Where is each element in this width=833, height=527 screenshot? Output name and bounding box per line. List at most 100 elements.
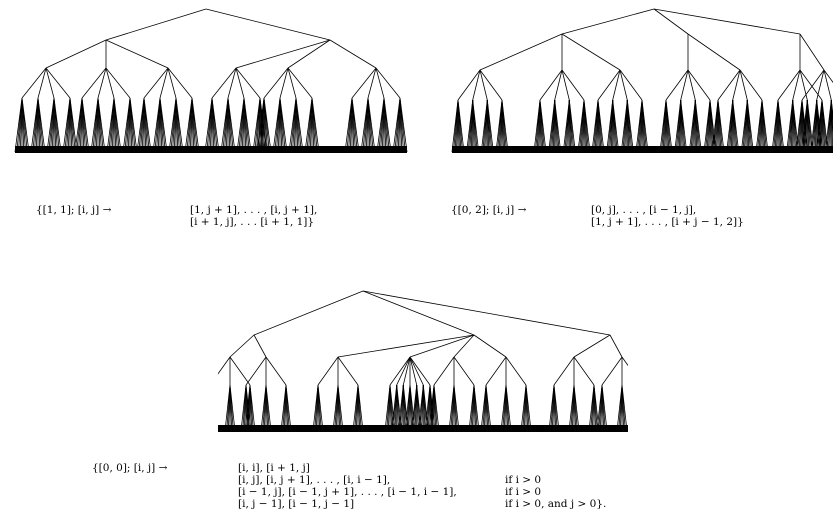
tree-c-rule-rhs-1: [i, i], [i + 1, j]: [238, 462, 310, 474]
tree-b-rule-lhs: {[0, 2]; [i, j] →: [451, 204, 527, 216]
tree-edge: [561, 69, 570, 101]
tree-leaf-edge: [245, 384, 252, 432]
tree-leaf-edge: [601, 384, 608, 432]
tree-leaf-edge: [351, 97, 360, 153]
tree-edge: [235, 67, 261, 99]
tree-leaf-edge: [694, 99, 702, 153]
tree-edge: [105, 8, 207, 41]
tree-leaf-row: [15, 146, 407, 153]
tree-leaf-edge: [21, 97, 30, 153]
tree-edge: [21, 67, 47, 99]
tree-edge: [573, 334, 611, 358]
tree-edge: [279, 67, 289, 99]
tree-edge: [653, 8, 801, 35]
tree-edge: [739, 69, 748, 101]
tree-edge: [505, 356, 527, 386]
tree-leaf-edge: [191, 97, 200, 153]
tree-edge: [479, 69, 503, 101]
tree-edge: [621, 356, 628, 367]
tree-edge: [801, 69, 825, 101]
tree-leaf-edge: [665, 99, 673, 153]
tree-edge: [799, 69, 823, 101]
tree-edge: [561, 8, 655, 35]
tree-leaf-edge: [525, 384, 532, 432]
tree-edge: [717, 69, 741, 101]
tree-edge: [396, 356, 411, 386]
tree-edge: [409, 356, 418, 386]
tree-edge: [367, 67, 377, 99]
tree-edge: [539, 69, 563, 101]
tree-edge: [105, 67, 131, 99]
tree-b-rule-rhs-1: [0, j], . . . , [i − 1, j],: [591, 204, 697, 216]
tree-edge: [105, 39, 169, 69]
tree-edge: [597, 69, 621, 101]
tree-c-rule-rhs-4: [i, j − 1], [i − 1, j − 1]: [238, 498, 355, 510]
tree-leaf-edge: [249, 384, 256, 432]
tree-leaf-edge: [383, 97, 392, 153]
tree-c-condition-2: if i > 0: [505, 486, 542, 498]
tree-edge: [97, 67, 107, 99]
tree-leaf-edge: [801, 99, 809, 153]
tree-edge: [665, 69, 689, 101]
tree-edge: [45, 67, 71, 99]
tree-leaf-edge: [227, 97, 236, 153]
tree-edge: [479, 69, 488, 101]
tree-edge: [799, 33, 825, 71]
tree-leaf-edge: [367, 97, 376, 153]
tree-edge: [561, 69, 585, 101]
tree-c-rule-rhs-2: [i, j], [i, j + 1], . . . , [i, i − 1],: [238, 474, 391, 486]
tree-leaf-edge: [265, 384, 272, 432]
tree-b-diagram: [451, 8, 833, 153]
tree-edge: [167, 67, 177, 99]
tree-edge: [229, 356, 251, 386]
tree-b-rule-rhs-2: [1, j + 1], . . . , [i + j − 1, 2]}: [591, 216, 744, 228]
tree-leaf-edge: [732, 99, 740, 153]
tree-c-condition-1: if i > 0: [505, 474, 542, 486]
tree-leaf-edge: [680, 99, 688, 153]
tree-leaf-edge: [597, 99, 605, 153]
tree-edge: [553, 356, 575, 386]
tree-leaf-edge: [399, 97, 408, 153]
tree-leaf-edge: [505, 384, 512, 432]
tree-a-rule-rhs-2: [i + 1, j], . . . [i + 1, 1]}: [190, 216, 315, 228]
tree-edge: [227, 67, 237, 99]
tree-edge: [317, 356, 339, 386]
tree-edge: [453, 334, 475, 358]
tree-edge: [265, 356, 287, 386]
tree-edge: [362, 290, 611, 336]
tree-leaf-edge: [573, 384, 580, 432]
tree-leaf-edge: [626, 99, 634, 153]
tree-leaf-edge: [337, 384, 344, 432]
tree-edge: [389, 356, 411, 386]
tree-edge: [601, 356, 623, 386]
tree-leaf-edge: [159, 97, 168, 153]
tree-edge: [680, 69, 689, 101]
tree-edge: [687, 69, 711, 101]
tree-leaf-edge: [641, 99, 649, 153]
tree-edge: [375, 67, 385, 99]
tree-edge: [37, 67, 47, 99]
tree-c-condition-3: if i > 0, and j > 0}.: [505, 498, 607, 510]
tree-edge: [229, 334, 255, 358]
tree-leaf-edge: [37, 97, 46, 153]
tree-edge: [211, 67, 237, 99]
tree-leaf-edge: [457, 99, 465, 153]
tree-edge: [409, 356, 431, 386]
tree-edge: [45, 39, 107, 69]
tree-leaf-edge: [211, 97, 220, 153]
tree-edge: [823, 69, 832, 101]
tree-leaf-edge: [263, 97, 272, 153]
tree-edge: [687, 33, 741, 71]
tree-edge: [653, 8, 689, 35]
tree-edge: [402, 356, 411, 386]
tree-a-diagram: [14, 8, 408, 153]
tree-edge: [473, 334, 507, 358]
tree-edge: [573, 356, 595, 386]
tree-edge: [287, 67, 297, 99]
tree-leaf-edge: [612, 99, 620, 153]
tree-leaf-edge: [709, 99, 717, 153]
tree-edge: [823, 69, 833, 83]
tree-edge: [792, 69, 801, 101]
tree-edge: [612, 69, 621, 101]
tree-leaf-edge: [473, 384, 480, 432]
